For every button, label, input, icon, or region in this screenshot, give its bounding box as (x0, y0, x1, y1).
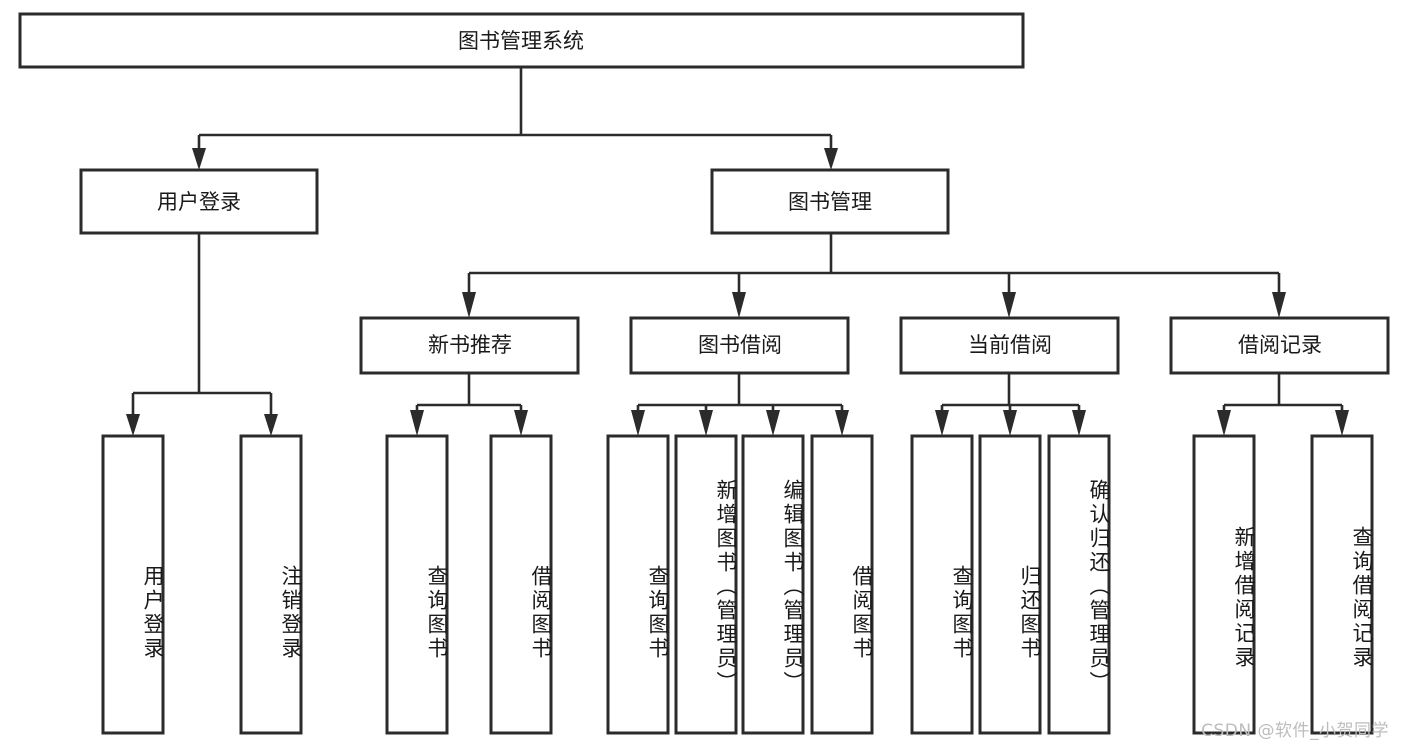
arrow-borrowrecord-leaf-1 (1217, 410, 1231, 436)
node-user-login-box[interactable] (79, 168, 319, 235)
leaf-box-current-borrow-0[interactable] (910, 434, 974, 735)
arrow-currentborrow-leaf-1 (935, 410, 949, 436)
leaf-box-new-book-0[interactable] (385, 434, 449, 735)
connector-group-user-login (126, 233, 278, 436)
node-current-borrow-box[interactable] (899, 316, 1120, 375)
node-borrow-record-box[interactable] (1169, 316, 1390, 375)
arrow-currentborrow-leaf-2 (1003, 410, 1017, 436)
leaf-box-borrow-record-0[interactable] (1192, 434, 1256, 735)
node-book-borrow-label: 图书借阅 (698, 333, 782, 357)
node-user-login-label: 用户登录 (157, 190, 241, 214)
arrow-to-borrow-record (1272, 292, 1286, 318)
connector-group-book-management (462, 233, 1286, 318)
arrow-newbook-leaf-1 (410, 410, 424, 436)
node-new-book-label: 新书推荐 (428, 333, 512, 357)
node-borrow-record-label: 借阅记录 (1238, 333, 1322, 357)
connector-group-book-borrow (631, 373, 849, 436)
leaf-box-current-borrow-1[interactable] (978, 434, 1042, 735)
leaf-box-user-login-1[interactable] (239, 434, 303, 735)
connector-group-new-book (410, 373, 528, 436)
node-root-label: 图书管理系统 (458, 29, 584, 53)
leaf-box-book-borrow-0[interactable] (606, 434, 670, 735)
arrow-newbook-leaf-2 (514, 410, 528, 436)
arrow-login-leaf-2 (264, 414, 278, 436)
arrow-root-to-login (192, 148, 206, 170)
leaf-box-borrow-record-1[interactable] (1310, 434, 1374, 735)
leaf-box-book-borrow-2[interactable] (741, 434, 805, 735)
leaf-box-new-book-1[interactable] (489, 434, 553, 735)
leaf-box-book-borrow-1[interactable] (674, 434, 738, 735)
leaf-box-book-borrow-3[interactable] (810, 434, 874, 735)
connector-group-current-borrow (935, 373, 1086, 436)
node-book-management-box[interactable] (710, 168, 950, 235)
node-book-borrow-box[interactable] (629, 316, 850, 375)
connector-group-borrow-record (1217, 373, 1349, 436)
node-book-management-label: 图书管理 (788, 190, 872, 214)
leaf-box-user-login-0[interactable] (101, 434, 165, 735)
arrow-to-new-book (462, 292, 476, 318)
arrow-borrowrecord-leaf-2 (1335, 410, 1349, 436)
arrow-bookborrow-leaf-3 (766, 410, 780, 436)
arrow-bookborrow-leaf-2 (699, 410, 713, 436)
arrow-to-book-borrow (732, 292, 746, 318)
watermark-text: CSDN @软件_小贺同学 (1201, 721, 1389, 741)
node-current-borrow-label: 当前借阅 (968, 333, 1052, 357)
arrow-currentborrow-leaf-3 (1072, 410, 1086, 436)
arrow-bookborrow-leaf-1 (631, 410, 645, 436)
arrow-root-to-bookmgmt (824, 148, 838, 170)
node-root-box[interactable] (18, 12, 1025, 69)
arrow-login-leaf-1 (126, 414, 140, 436)
arrow-to-current-borrow (1002, 292, 1016, 318)
leaf-box-current-borrow-2[interactable] (1047, 434, 1111, 735)
arrow-bookborrow-leaf-4 (835, 410, 849, 436)
node-new-book-box[interactable] (359, 316, 580, 375)
connector-group-root (192, 67, 838, 170)
